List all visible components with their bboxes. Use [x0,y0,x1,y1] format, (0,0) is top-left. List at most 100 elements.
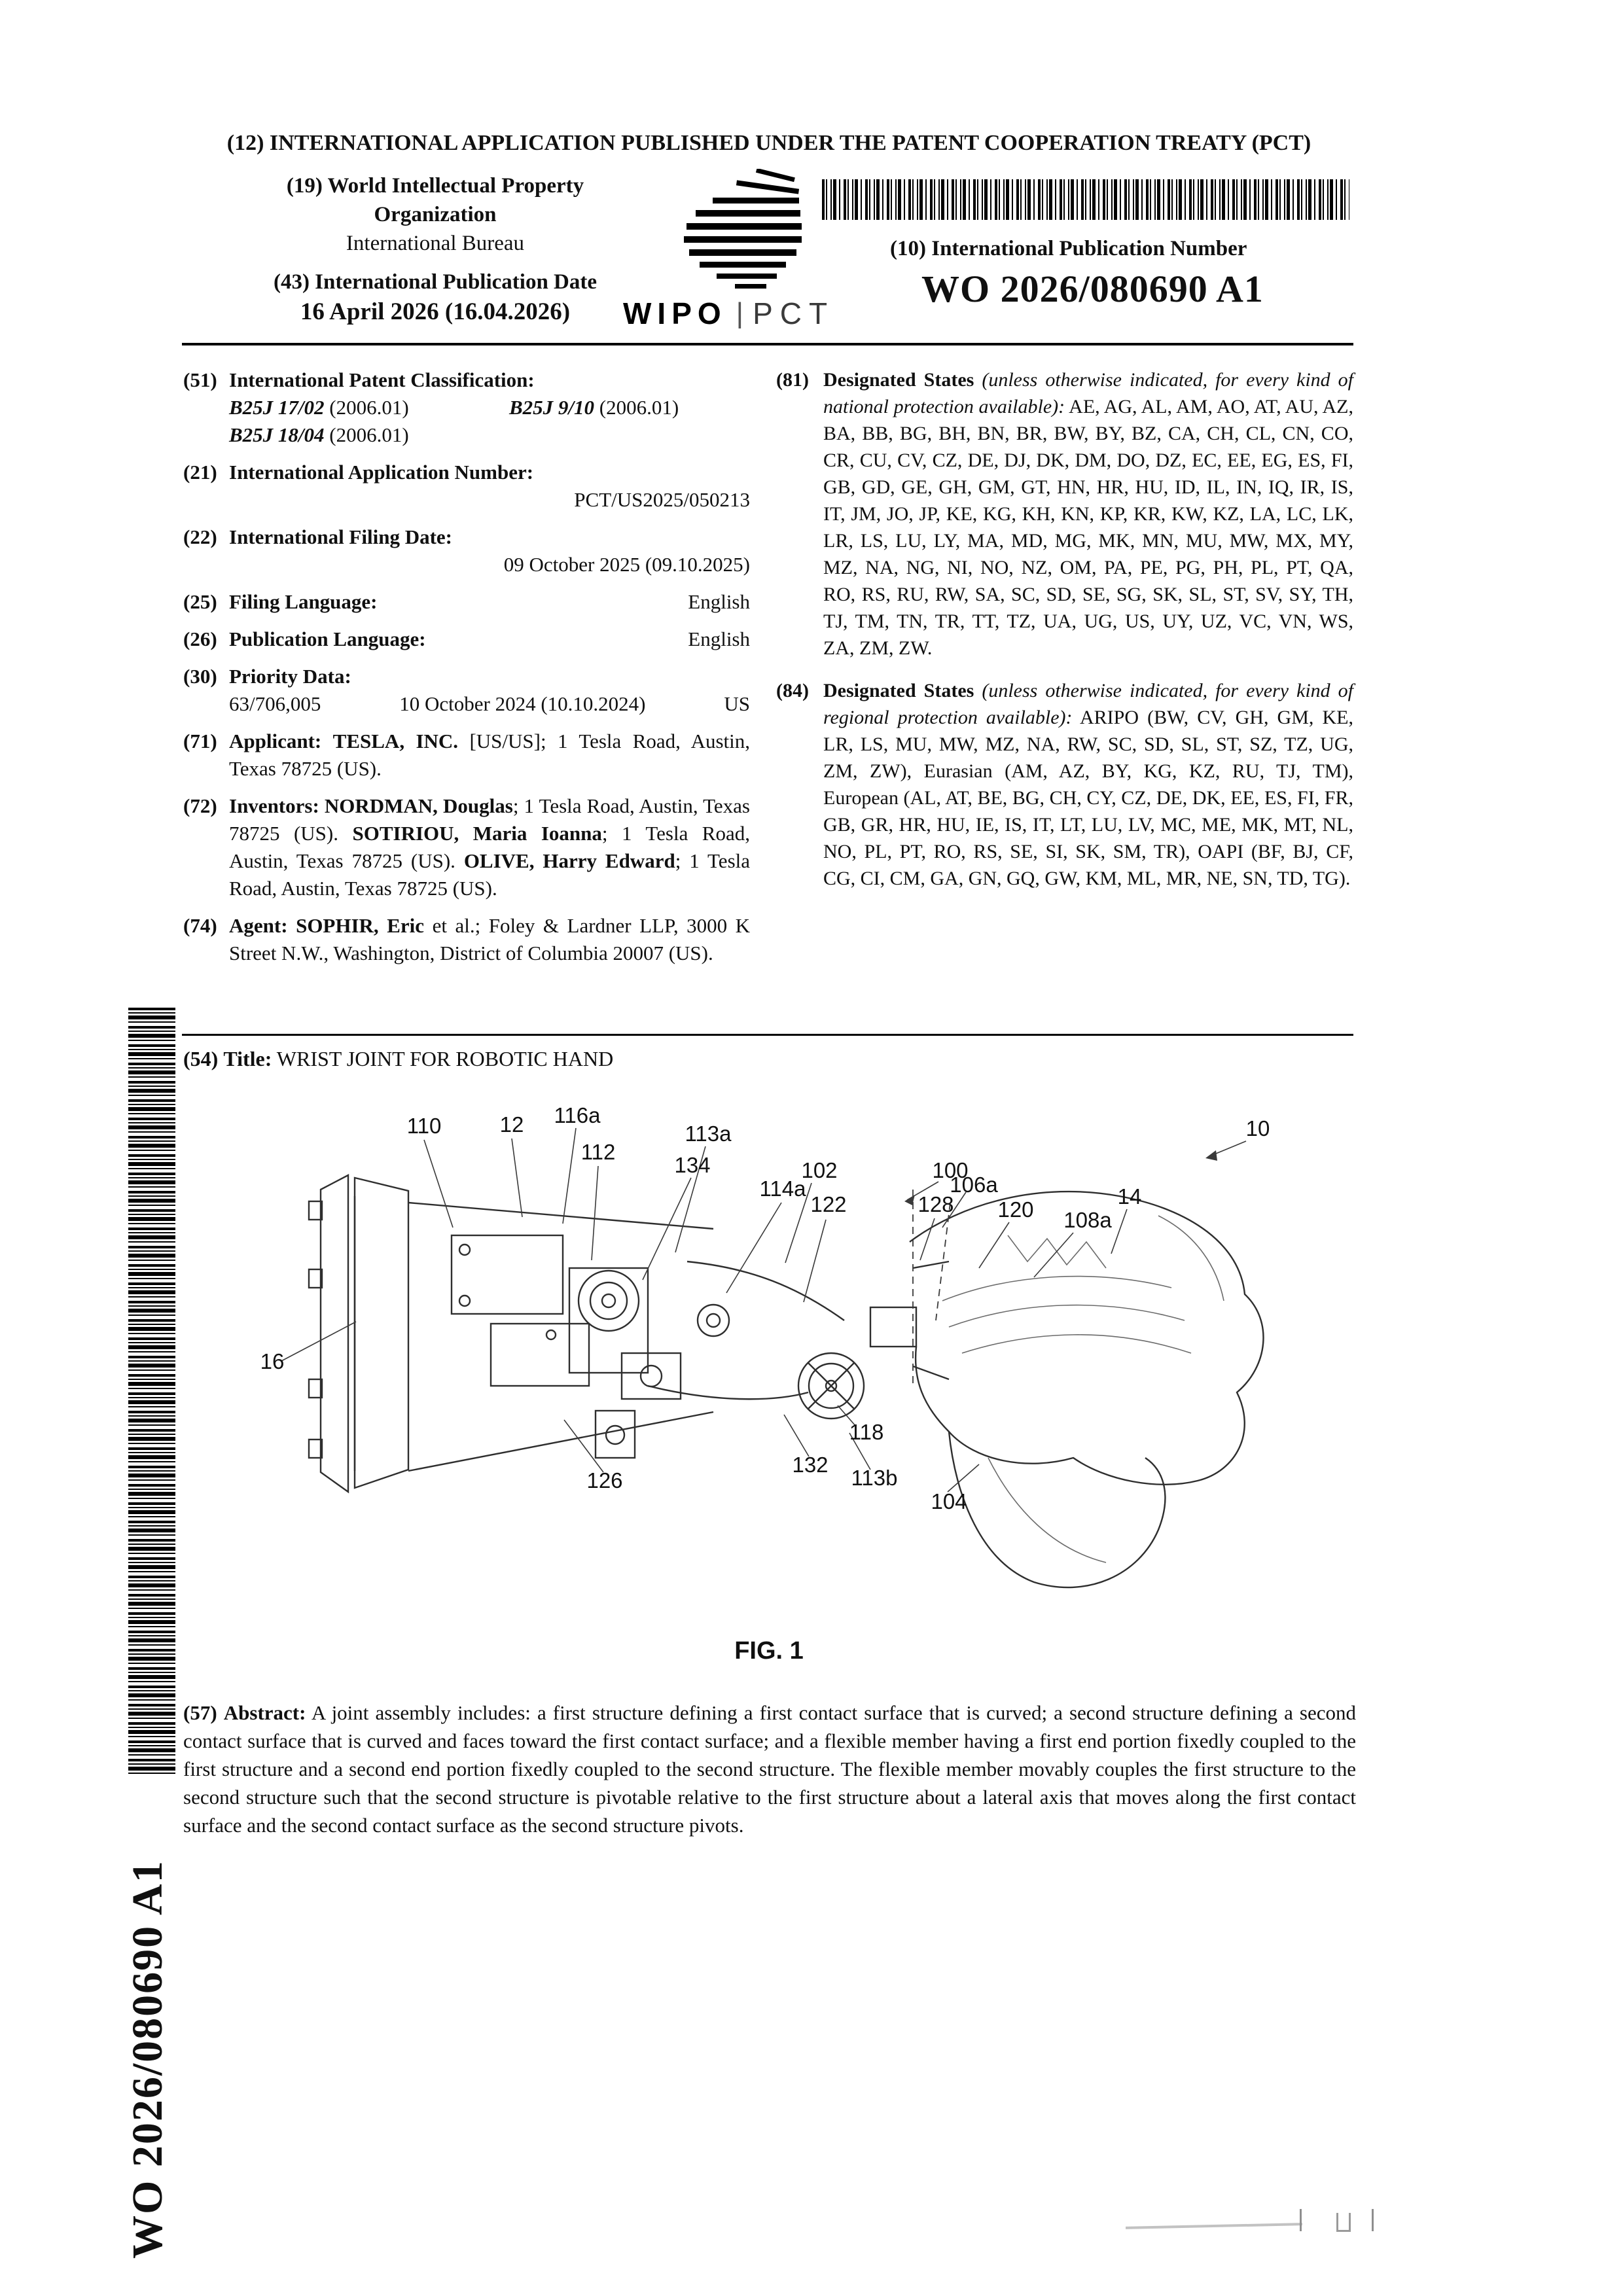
wrist-housing [408,1201,950,1472]
filing-date-label: International Filing Date: [229,525,452,548]
figure-ref-label: 113b [851,1466,898,1490]
ds81-codes: AE, AG, AL, AM, AO, AT, AU, AZ, BA, BB, … [823,396,1353,659]
publication-language-value: English [688,627,750,650]
field-filing-language: (25) Filing Language: English [183,588,750,616]
publication-number-value: WO 2026/080690 A1 [921,268,1264,310]
field-ipc: (51) International Patent Classification… [183,366,750,449]
field-filing-date: (22) International Filing Date: 09 Octob… [183,523,750,578]
inventor-address: ; 1 Tesla Road, Austin, Texas 78725 (US)… [229,822,750,872]
applicant-address: [US/US]; 1 Tesla Road, Austin, Texas 787… [229,730,751,780]
field-num: (72) [183,794,217,817]
applicant-name: TESLA, INC. [332,730,459,752]
ipc-year: (2006.01) [599,396,679,419]
sidebar-barcode [128,1008,175,1776]
figure-ref-label: 14 [1118,1184,1142,1209]
priority-data-label: Priority Data: [229,665,351,688]
filing-language-value: English [688,590,750,613]
ds81-label: Designated States [823,369,974,391]
biblio-right-column: (81) Designated States (unless otherwise… [776,366,1353,977]
field-num: (51) [183,368,217,391]
field-applicant: (71) Applicant: TESLA, INC. [US/US]; 1 T… [183,728,750,783]
priority-date: 10 October 2024 (10.10.2024) [399,692,646,715]
abstract-paragraph: (57) Abstract: A joint assembly includes… [183,1699,1356,1839]
field-num: (25) [183,590,217,613]
title-num: (54) [183,1047,219,1070]
figure-ref-label: 116a [554,1104,601,1127]
figure-ref-label: 104 [931,1489,967,1513]
field-application-number: (21) International Application Number: P… [183,459,750,514]
abstract-num: (57) [183,1701,217,1724]
title-label: Title: [223,1047,272,1070]
bibliographic-section: (51) International Patent Classification… [183,366,1353,977]
ipc-code: B25J 18/04 [229,423,325,446]
scan-artifact [1336,2213,1351,2232]
figure-ref-label: 110 [407,1114,442,1138]
figure-ref-label: 16 [260,1349,285,1373]
title-value: WRIST JOINT FOR ROBOTIC HAND [276,1047,614,1070]
ds84-codes: ARIPO (BW, CV, GH, GM, KE, LR, LS, MU, M… [823,707,1353,889]
agent-address: et al.; Foley & Lardner LLP, 3000 K Stre… [229,914,751,964]
ds81-note: (unless otherwise indicated, for every k… [823,369,1354,417]
figure-ref-label: 120 [997,1197,1033,1222]
wordmark-pct: PCT [753,296,835,330]
title-divider-rule [182,1034,1353,1036]
wordmark-wipo: WIPO [623,296,727,330]
robotic-hand-outline [909,1190,1264,1589]
ipc-code: B25J 9/10 [509,396,595,419]
application-number-label: International Application Number: [229,461,534,484]
filing-language-label: Filing Language: [229,590,378,613]
field-num: (21) [183,461,217,484]
org-line-1: (19) World Intellectual Property [286,174,584,198]
ds84-label: Designated States [823,680,974,701]
figure-ref-label: 132 [792,1453,828,1477]
field-priority-data: (30) Priority Data: 63/706,005 10 Octobe… [183,663,750,718]
publication-date-label: (43) International Publication Date [273,270,597,294]
figure-ref-label: 114a [760,1176,807,1201]
field-publication-language: (26) Publication Language: English [183,626,750,653]
leader-lines [281,1127,1247,1492]
publication-date-value: 16 April 2026 (16.04.2026) [300,298,571,325]
hand-sketch-lines [942,1215,1224,1563]
figure-ref-label: 12 [500,1112,524,1137]
figure-ref-label: 113a [685,1122,732,1146]
inventor-name: NORDMAN, Douglas [324,794,513,817]
priority-data-row: 63/706,005 10 October 2024 (10.10.2024) … [229,690,750,718]
wordmark-separator: | [736,297,744,329]
inventor-name: OLIVE, Harry Edward [463,849,675,872]
figure-ref-label: 108a [1063,1208,1112,1232]
field-agent: (74) Agent: SOPHIR, Eric et al.; Foley &… [183,912,750,967]
field-num: (26) [183,627,217,650]
inventor-name: SOTIRIOU, Maria Ioanna [352,822,602,845]
title-line: (54) Title: WRIST JOINT FOR ROBOTIC HAND [183,1047,1355,1071]
figure-ref-label: 100 [932,1158,968,1182]
application-number-value: PCT/US2025/050213 [574,488,750,511]
agent-label: Agent: [229,914,288,937]
ipc-year: (2006.01) [329,396,409,419]
header-divider-rule [182,343,1353,345]
publication-barcode [822,179,1349,220]
mounting-plate [308,1174,410,1494]
figure-ref-label: 112 [581,1140,616,1164]
inventor-address: ; 1 Tesla Road, Austin, Texas 78725 (US)… [229,794,750,845]
wipo-logo-icon [684,169,802,289]
scan-artifact [1300,2209,1302,2231]
field-designated-states-national: (81) Designated States (unless otherwise… [776,366,1353,662]
applicant-label: Applicant: [229,730,322,752]
pct-treaty-header: (12) INTERNATIONAL APPLICATION PUBLISHED… [226,131,1311,155]
inventor-address: ; 1 Tesla Road, Austin, Texas 78725 (US)… [229,849,750,900]
abstract-text: A joint assembly includes: a first struc… [183,1701,1357,1837]
field-num: (71) [183,730,217,752]
ipc-code: B25J 17/02 [229,396,325,419]
wipo-org-block: (19) World Intellectual Property Organiz… [223,171,648,258]
org-line-3: International Bureau [346,232,525,255]
agent-name: SOPHIR, Eric [296,914,425,937]
sidebar-publication-number: WO 2026/080690 A1 [124,1860,171,2259]
figure-ref-label: 126 [586,1468,622,1492]
ipc-label: International Patent Classification: [229,368,535,391]
filing-date-value: 09 October 2025 (09.10.2025) [503,553,750,576]
priority-app-number: 63/706,005 [229,692,321,715]
publication-number-label: (10) International Publication Number [890,237,1247,260]
priority-country: US [724,692,750,715]
figure-ref-label: 102 [801,1158,837,1182]
